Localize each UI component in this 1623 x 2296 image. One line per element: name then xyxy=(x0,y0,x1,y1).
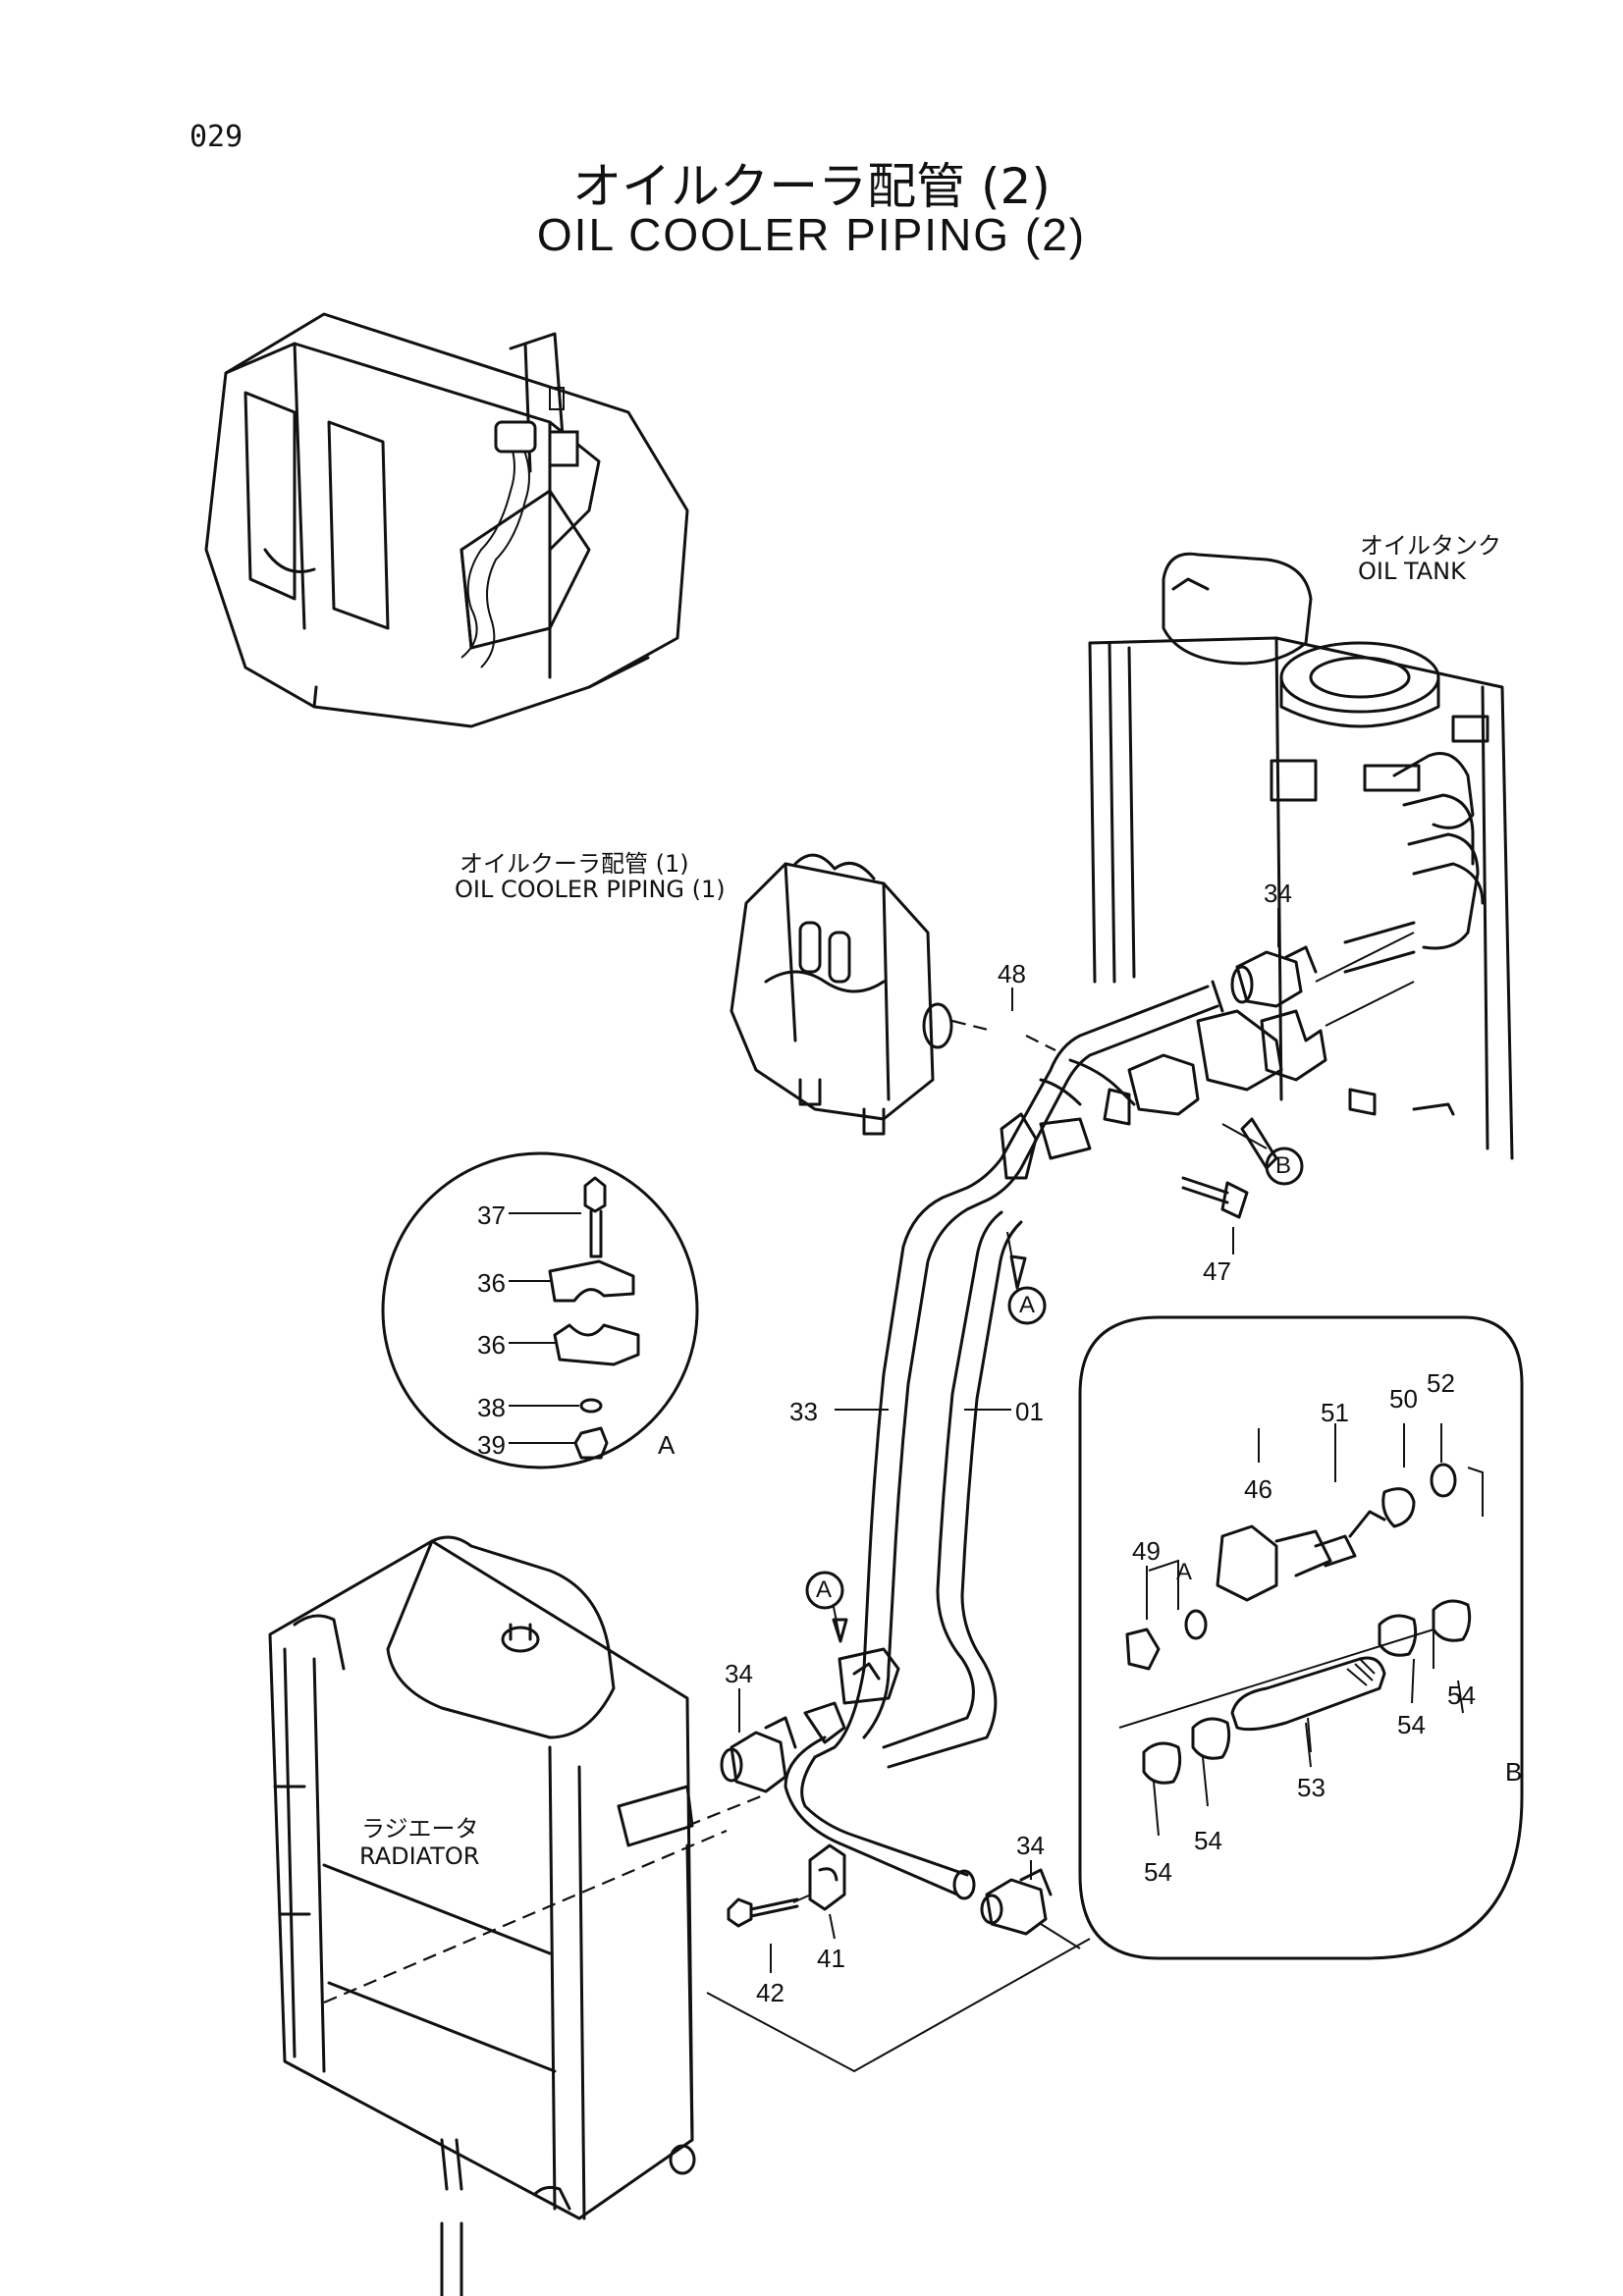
callout-a-lower-letter: A xyxy=(816,1576,833,1603)
radiator-label-en: RADIATOR xyxy=(359,1842,480,1870)
radiator-fittings xyxy=(720,1647,1081,1949)
part-number-38: 38 xyxy=(477,1393,506,1422)
oil-tank-label-jp: オイルタンク xyxy=(1360,532,1501,560)
part-number-51: 51 xyxy=(1321,1398,1349,1427)
part-number-33: 33 xyxy=(789,1397,818,1426)
page-number: 029 xyxy=(189,120,243,154)
page-title-english: OIL COOLER PIPING (2) xyxy=(536,209,1087,260)
part-number-39: 39 xyxy=(477,1430,506,1460)
callout-a-detail-b-letter: A xyxy=(1176,1559,1193,1585)
oil-cooler-piping1-label-jp: オイルクーラ配管 (1) xyxy=(460,850,689,878)
leader-lines xyxy=(738,908,1442,1973)
part-number-54-c: 54 xyxy=(1194,1826,1222,1855)
part-number-49: 49 xyxy=(1132,1536,1161,1566)
part-number-36-lower: 36 xyxy=(477,1330,506,1360)
part-number-52: 52 xyxy=(1427,1368,1455,1398)
oil-tank-drawing xyxy=(1088,552,1514,1160)
control-valve-drawing xyxy=(730,853,953,1136)
part-number-46: 46 xyxy=(1244,1474,1272,1504)
part-number-54-d: 54 xyxy=(1144,1857,1172,1887)
oil-cooler-piping1-label-en: OIL COOLER PIPING (1) xyxy=(455,876,726,903)
part-number-34-tank: 34 xyxy=(1264,879,1292,908)
part-number-53: 53 xyxy=(1297,1773,1325,1802)
part-number-48: 48 xyxy=(998,959,1026,988)
part-number-47: 47 xyxy=(1203,1256,1231,1286)
part-number-42: 42 xyxy=(756,1978,784,2007)
oil-cooler-pipes xyxy=(784,980,1224,1900)
part-number-37: 37 xyxy=(477,1201,506,1230)
part-number-36-upper: 36 xyxy=(477,1268,506,1298)
radiator-drawing xyxy=(268,1535,1091,2296)
detail-a-reference: A xyxy=(658,1430,676,1460)
detail-a-circle xyxy=(381,1151,699,1469)
part-number-41: 41 xyxy=(817,1944,845,1973)
detail-b-reference: B xyxy=(1505,1757,1523,1787)
radiator-label-jp: ラジエータ xyxy=(361,1815,479,1842)
callout-a-lower-circle xyxy=(805,1571,844,1610)
part-number-01: 01 xyxy=(1015,1397,1044,1426)
callout-a-circle xyxy=(1007,1286,1047,1325)
tank-fittings xyxy=(1000,932,1415,1219)
page-title-japanese: オイルクーラ配管 (2) xyxy=(572,158,1051,215)
part-number-34-radiator: 34 xyxy=(725,1659,753,1688)
callout-a-letter: A xyxy=(1019,1292,1036,1318)
part-number-54-b: 54 xyxy=(1397,1710,1426,1739)
part-number-34-lower: 34 xyxy=(1016,1831,1045,1860)
callout-b-letter: B xyxy=(1275,1152,1292,1179)
excavator-overview-drawing xyxy=(204,312,689,728)
part-number-50: 50 xyxy=(1389,1384,1418,1414)
callout-b-circle xyxy=(1265,1147,1304,1186)
detail-b-frame xyxy=(1078,1315,1524,1960)
part-number-54-a: 54 xyxy=(1447,1681,1476,1710)
oil-tank-label-en: OIL TANK xyxy=(1358,558,1466,585)
